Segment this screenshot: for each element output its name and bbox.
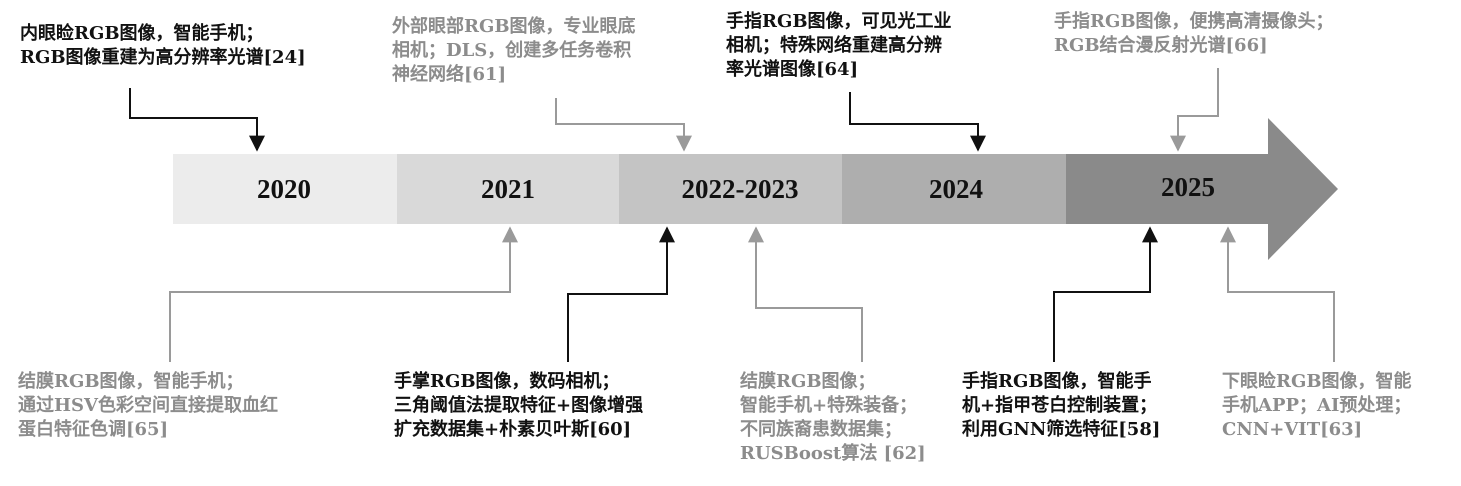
annotation-2025-bottom1: 手指RGB图像，智能手 机+指甲苍白控制装置； 利用GNN筛选特征[58] [962, 371, 1161, 440]
segment-2021 [397, 154, 619, 224]
connector-2022-bottom1 [567, 226, 675, 362]
connector-2025-bottom2 [1220, 226, 1335, 362]
annotation-2025-bottom2: 下眼睑RGB图像，智能 手机APP；AI预处理； CNN+VIT[63] [1222, 371, 1412, 440]
connector-2021-top [555, 98, 692, 152]
segment-2025-arrow [1066, 118, 1338, 260]
annotation-2021-top: 外部眼部RGB图像，专业眼底 相机；DLS，创建多任务卷积 神经网络[61] [392, 16, 636, 85]
connector-2021-bottom [169, 226, 518, 362]
segment-2024 [842, 154, 1066, 224]
year-label-2020: 2020 [257, 174, 311, 204]
annotation-2022-bottom2: 结膜RGB图像； 智能手机+特殊装备； 不同族裔患数据集； RUSBoost算法… [740, 371, 926, 464]
annotation-2025-top: 手指RGB图像，便携高清摄像头； RGB结合漫反射光谱[66] [1054, 11, 1334, 56]
connector-2025-top [1170, 68, 1219, 152]
connector-2020-top [129, 88, 265, 152]
segment-2020 [173, 154, 397, 224]
year-label-2025: 2025 [1161, 172, 1215, 202]
annotation-2022-bottom1: 手掌RGB图像，数码相机； 三角阈值法提取特征+图像增强 扩充数据集+朴素贝叶斯… [394, 371, 644, 440]
annotation-2020-top: 内眼睑RGB图像，智能手机； RGB图像重建为高分辨率光谱[24] [20, 23, 306, 68]
annotation-2024-top: 手指RGB图像，可见光工业 相机；特殊网络重建高分辨 率光谱图像[64] [726, 11, 952, 80]
connector-2025-bottom1 [1053, 226, 1158, 362]
year-label-2022-2023: 2022-2023 [682, 174, 799, 204]
connector-2024-top [849, 92, 986, 152]
connector-2022-bottom2 [748, 226, 863, 362]
segment-2022-2023 [619, 154, 842, 224]
annotation-2021-bottom: 结膜RGB图像，智能手机； 通过HSV色彩空间直接提取血红 蛋白特征色调[65] [18, 371, 278, 440]
year-label-2024: 2024 [929, 174, 983, 204]
year-label-2021: 2021 [481, 174, 535, 204]
